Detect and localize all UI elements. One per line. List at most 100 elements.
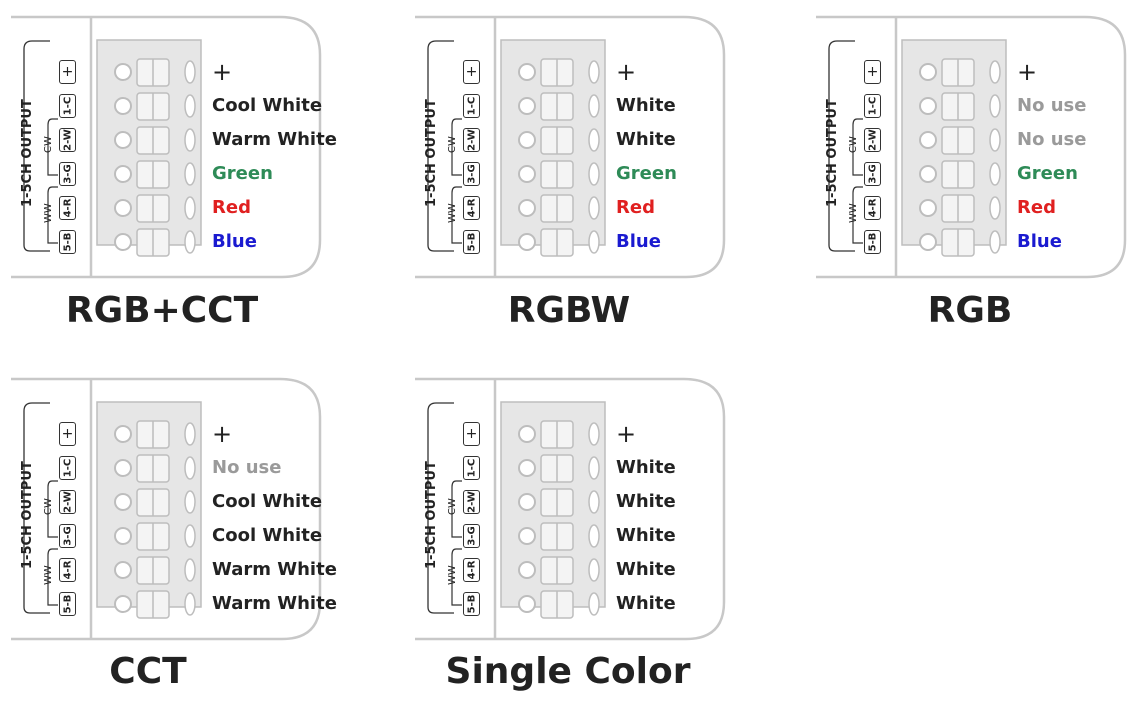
pin-label: 5-B xyxy=(466,594,477,614)
pin-badge: 5-B xyxy=(463,592,480,616)
terminal-label: Red xyxy=(212,197,251,218)
pin-label: 2-W xyxy=(466,491,477,513)
terminal-label: White xyxy=(616,95,676,116)
housing-outline xyxy=(415,15,726,279)
pin-badge: 2-W xyxy=(463,490,480,514)
terminal-label: White xyxy=(616,491,676,512)
output-label: 1-5CH OUTPUT xyxy=(20,461,35,569)
terminal-clip xyxy=(989,162,1001,186)
terminal-label: Green xyxy=(616,163,677,184)
pin-label: 3-G xyxy=(62,526,73,546)
panel-title: RGB+CCT xyxy=(65,290,259,331)
pin-label: 2-W xyxy=(867,129,878,151)
terminal-clip xyxy=(184,558,196,582)
ww-label: WW xyxy=(447,565,458,585)
panel-title: Single Color xyxy=(445,651,691,692)
terminal-label: Green xyxy=(212,163,273,184)
ww-bracket xyxy=(451,186,462,244)
terminal-label: + xyxy=(212,420,233,448)
terminal-clip xyxy=(989,230,1001,254)
output-bracket xyxy=(828,40,855,252)
connector-housing xyxy=(11,377,322,641)
cw-label: CW xyxy=(43,498,54,515)
terminal-hole xyxy=(518,561,536,579)
pin-badge: 3-G xyxy=(864,162,881,186)
pin-badge: + xyxy=(463,60,480,84)
terminal-label: White xyxy=(616,559,676,580)
terminal-clip xyxy=(588,230,600,254)
terminal-hole xyxy=(114,233,132,251)
terminal-hole xyxy=(114,199,132,217)
output-bracket xyxy=(23,402,50,614)
pin-label: 4-R xyxy=(867,198,878,218)
terminal-clip xyxy=(184,196,196,220)
terminal-hole xyxy=(919,63,937,81)
terminal-label: + xyxy=(1017,58,1038,86)
terminal-hole xyxy=(518,199,536,217)
terminal-clip xyxy=(184,94,196,118)
terminal-clip xyxy=(184,128,196,152)
terminal-clip xyxy=(588,490,600,514)
panel-title: RGB xyxy=(927,290,1013,331)
ww-bracket xyxy=(852,186,863,244)
cw-bracket xyxy=(47,118,58,176)
pin-label: 1-C xyxy=(62,458,73,478)
housing-outline xyxy=(816,15,1127,279)
terminal-clip xyxy=(588,558,600,582)
pin-badge: 4-R xyxy=(59,196,76,220)
housing-outline xyxy=(11,377,322,641)
terminal-hole xyxy=(114,527,132,545)
terminal-clip xyxy=(184,592,196,616)
terminal-label: No use xyxy=(1017,95,1087,116)
cw-label: CW xyxy=(43,136,54,153)
terminal-label: Blue xyxy=(212,231,257,252)
terminal-hole xyxy=(114,561,132,579)
pin-badge: 2-W xyxy=(59,490,76,514)
pin-badge: 4-R xyxy=(463,558,480,582)
cw-bracket xyxy=(451,480,462,538)
terminal-hole xyxy=(518,131,536,149)
terminal-label: Cool White xyxy=(212,525,323,546)
terminal-label: Warm White xyxy=(212,129,337,150)
terminal-hole xyxy=(114,97,132,115)
terminal-label: + xyxy=(212,58,233,86)
pin-label: 5-B xyxy=(62,232,73,252)
pin-badge: 3-G xyxy=(463,524,480,548)
pin-label: 5-B xyxy=(62,594,73,614)
pin-badge: + xyxy=(864,60,881,84)
terminal-label: Warm White xyxy=(212,559,337,580)
terminal-hole xyxy=(919,131,937,149)
pin-badge: 3-G xyxy=(59,162,76,186)
terminal-label: No use xyxy=(1017,129,1087,150)
connector-housing xyxy=(11,15,322,279)
terminal-hole xyxy=(114,425,132,443)
pin-label: 3-G xyxy=(466,526,477,546)
terminal-hole xyxy=(919,97,937,115)
terminal-clip xyxy=(588,524,600,548)
pin-badge: 1-C xyxy=(59,456,76,480)
output-label: 1-5CH OUTPUT xyxy=(424,461,439,569)
terminal-hole xyxy=(919,233,937,251)
terminal-label: No use xyxy=(212,457,282,478)
terminal-clip xyxy=(989,196,1001,220)
terminal-clip xyxy=(588,128,600,152)
terminal-label: White xyxy=(616,457,676,478)
terminal-hole xyxy=(919,165,937,183)
pin-badge: + xyxy=(59,60,76,84)
pin-badge: 3-G xyxy=(59,524,76,548)
pin-badge: + xyxy=(463,422,480,446)
terminal-label: + xyxy=(616,420,637,448)
pin-badge: 3-G xyxy=(463,162,480,186)
terminal-hole xyxy=(518,459,536,477)
ww-bracket xyxy=(451,548,462,606)
terminal-clip xyxy=(588,422,600,446)
terminal-label: White xyxy=(616,525,676,546)
pin-label: 1-C xyxy=(867,96,878,116)
terminal-hole xyxy=(518,233,536,251)
terminal-clip xyxy=(184,456,196,480)
pin-label: 1-C xyxy=(466,458,477,478)
output-label: 1-5CH OUTPUT xyxy=(424,99,439,207)
terminal-clip xyxy=(184,60,196,84)
terminal-clip xyxy=(588,162,600,186)
